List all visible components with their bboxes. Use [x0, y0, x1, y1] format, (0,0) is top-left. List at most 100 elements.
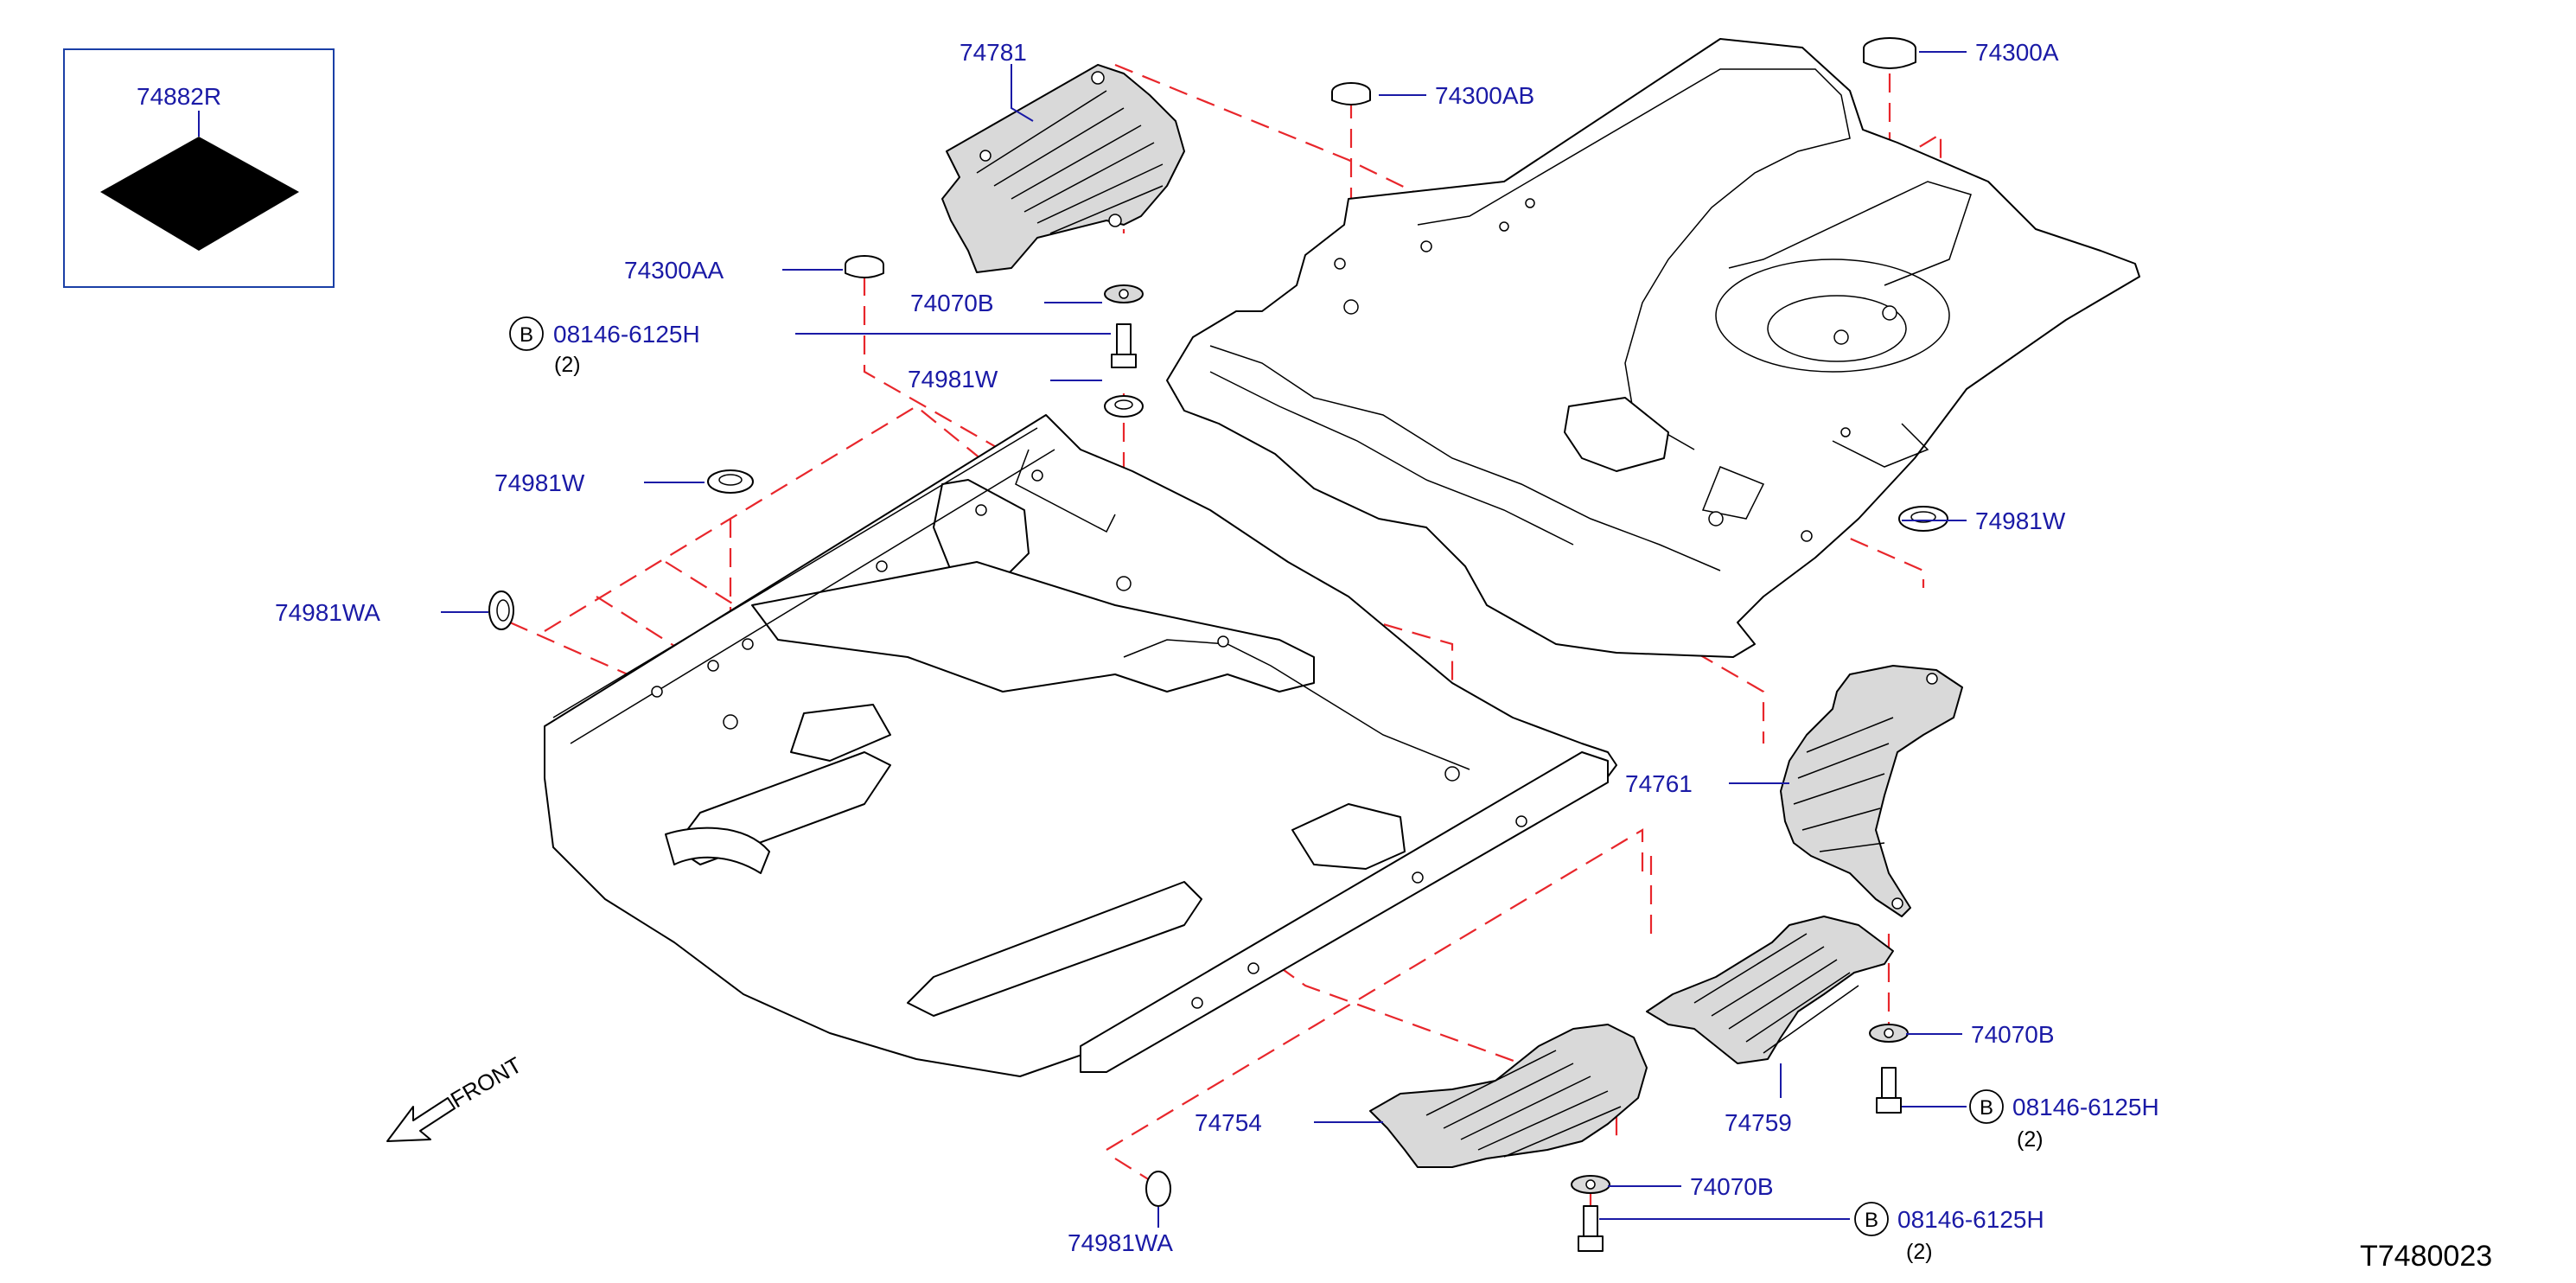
bolt-top-shank: [1116, 323, 1132, 355]
rear-hole-4: [1708, 511, 1724, 527]
callout-bolt-right[interactable]: 08146-6125H: [2012, 1094, 2159, 1120]
front-floor-tunnel-end: [665, 827, 770, 874]
heat-insulator-74759: [1646, 916, 1894, 1064]
sound-insulator-74882R: [100, 137, 299, 251]
callout-74981W-center[interactable]: 74981W: [908, 366, 998, 393]
callout-74300AB[interactable]: 74300AB: [1435, 82, 1534, 109]
rear-floor-edge: [1417, 68, 1851, 450]
callout-74981WA-left[interactable]: 74981WA: [275, 599, 380, 626]
callout-74754[interactable]: 74754: [1195, 1109, 1262, 1136]
callout-74882R[interactable]: 74882R: [137, 83, 221, 110]
rear-hole-3: [1882, 305, 1897, 321]
qty-bolt-bottom: (2): [1906, 1240, 1933, 1264]
front-floor-seat-mount: [1291, 803, 1406, 870]
callout-74070B-right[interactable]: 74070B: [1971, 1021, 2055, 1048]
callout-bolt-top[interactable]: 08146-6125H: [553, 321, 700, 348]
heat-insulator-74761-body: [1780, 665, 1963, 917]
callout-74981W-right[interactable]: 74981W: [1975, 507, 2066, 534]
front-hole-12: [1412, 871, 1424, 884]
rear-floor-rail-2: [1209, 371, 1574, 546]
heat-insulator-74781-hole-2: [1108, 214, 1122, 227]
bolt-bottom-head: [1578, 1235, 1604, 1252]
callout-74981W-left[interactable]: 74981W: [494, 469, 585, 496]
rear-hole-7: [1499, 221, 1509, 232]
front-hole-8: [1116, 576, 1132, 591]
rear-floor-outline: [1166, 38, 2140, 658]
spare-tire-well-inner: [1767, 295, 1907, 362]
front-floor-tunnel: [1123, 639, 1470, 770]
callout-74761[interactable]: 74761: [1625, 770, 1693, 797]
bolt-top-head: [1111, 354, 1137, 368]
badge-bolt-bottom: [1854, 1202, 1889, 1236]
front-floor-crossmember: [751, 561, 1315, 693]
front-indicator: FRONT: [386, 1051, 526, 1142]
rear-floor-service-hole: [1564, 397, 1669, 472]
rear-hole-10: [1840, 427, 1851, 437]
badge-bolt-right: [1969, 1089, 2004, 1124]
callout-74981WA-bottom[interactable]: 74981WA: [1068, 1229, 1173, 1256]
heat-insulator-74761-hole-1: [1926, 673, 1938, 685]
bolt-badges: B B B: [509, 316, 2004, 1236]
rear-hole-5: [1334, 258, 1346, 270]
heat-insulator-74761-ribs: [1793, 717, 1894, 852]
front-hole-11: [1515, 815, 1527, 827]
front-hole-3: [707, 660, 719, 672]
front-floor-sill-left: [552, 427, 1038, 718]
plug-74300AA-side: [845, 265, 884, 278]
callout-74759[interactable]: 74759: [1725, 1109, 1792, 1136]
front-hole-6: [975, 504, 987, 516]
heat-insulator-74754-ribs: [1425, 1050, 1622, 1158]
badge-bolt-top: [509, 316, 544, 351]
rear-hole-1: [1343, 299, 1359, 315]
front-floor-sill-left-2: [570, 449, 1055, 744]
plug-74300A-side: [1863, 48, 1916, 69]
rear-hole-9: [1801, 530, 1813, 542]
grommet-74981WA-bottom: [1145, 1171, 1171, 1207]
front-floor-front-step: [1015, 449, 1116, 533]
guide-74754-front: [1106, 828, 1644, 1151]
diagram-code: T7480023: [2360, 1240, 2492, 1273]
leader-74781: [1011, 64, 1034, 122]
callouts: 74781 74300AB 74300A 74300AA 74070B 0814…: [275, 39, 2159, 1264]
heat-insulator-74781-hole-3: [979, 150, 992, 162]
heat-insulator-74781-hole-1: [1091, 71, 1105, 85]
rear-floor-rail: [1209, 345, 1721, 571]
grommet-74981WA-left-inner: [496, 599, 510, 622]
front-hole-7: [1031, 469, 1043, 482]
front-floor-panel: [544, 414, 1617, 1077]
heat-insulator-74781: [941, 64, 1185, 273]
clip-74070B-bottom-center: [1585, 1179, 1596, 1190]
bolt-right-shank: [1881, 1067, 1897, 1099]
plug-74300AB-side: [1331, 92, 1371, 105]
front-floor-rear-rib: [907, 881, 1202, 1017]
heat-insulator-74761-hole-2: [1891, 897, 1903, 910]
callout-bolt-bottom[interactable]: 08146-6125H: [1897, 1206, 2044, 1233]
front-hole-10: [1444, 766, 1460, 782]
callout-74781[interactable]: 74781: [960, 39, 1027, 66]
rear-floor-step: [1728, 181, 1972, 286]
front-hole-1: [723, 714, 738, 730]
leaders: [441, 51, 1967, 1228]
rear-hole-6: [1420, 240, 1432, 252]
heat-insulator-74761: [1780, 665, 1963, 917]
qty-bolt-top: (2): [554, 353, 581, 377]
heat-insulator-74759-ribs: [1693, 933, 1859, 1054]
callout-74070B-bottom[interactable]: 74070B: [1690, 1173, 1774, 1200]
callout-74300AA[interactable]: 74300AA: [624, 257, 724, 284]
front-hole-4: [742, 638, 754, 650]
heat-insulator-74759-body: [1646, 916, 1894, 1064]
rear-floor-pad: [1701, 466, 1765, 520]
badge-bolt-top-letter: B: [520, 323, 533, 347]
inset-74882R: 74882R: [63, 48, 335, 288]
front-floor-bracket: [790, 704, 891, 762]
grommet-74981W-center-inner: [1114, 399, 1133, 410]
front-hole-9: [1217, 635, 1229, 648]
front-hole-2: [651, 686, 663, 698]
callout-74070B-top[interactable]: 74070B: [910, 290, 994, 316]
front-arrow-icon: [386, 1097, 456, 1142]
heat-insulator-74781-ribs: [976, 90, 1164, 234]
front-label: FRONT: [446, 1051, 526, 1113]
badge-bolt-bottom-letter: B: [1865, 1209, 1878, 1232]
callout-74300A[interactable]: 74300A: [1975, 39, 2059, 66]
